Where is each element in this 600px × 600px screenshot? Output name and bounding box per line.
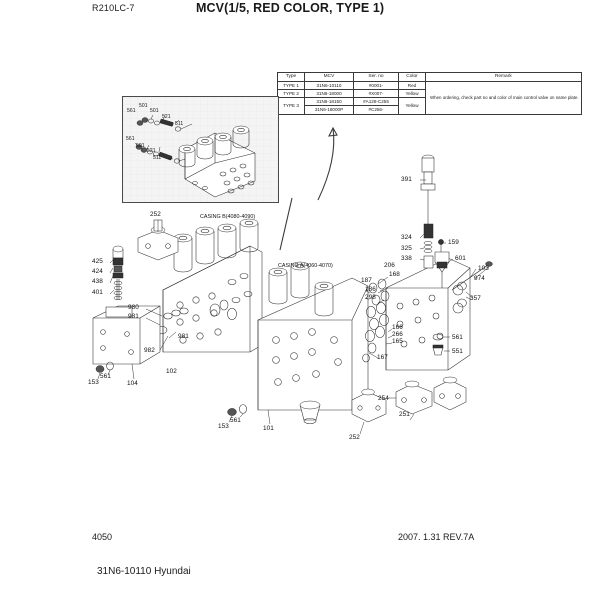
callout-391: 391 [401, 176, 412, 183]
callout-561-right: 561 [452, 334, 463, 341]
inset-artwork [134, 114, 256, 198]
seal-cluster-right [362, 276, 393, 363]
casing-a-block [227, 261, 369, 425]
table-row: TYPE 2 31N6-18000 #X007- Yellow [277, 88, 582, 99]
callout-251: 251 [399, 411, 410, 418]
callout-401: 401 [92, 289, 103, 296]
callout-252-lower: 252 [349, 434, 360, 441]
callout-357: 357 [470, 295, 481, 302]
inset-callout-561-a: 561 [127, 108, 136, 114]
callout-425: 425 [92, 258, 103, 265]
reference-arrow-down [279, 197, 293, 251]
callout-165: 165 [392, 338, 403, 345]
cartridge-601 [434, 239, 450, 288]
relief-valve-stack [420, 154, 436, 269]
bottom-plug-551 [432, 333, 450, 356]
cell-color: Yellow [398, 97, 426, 115]
casing-b-label: CASING B(4080-4090) [200, 214, 256, 220]
casing-b-block [156, 218, 263, 353]
callout-424: 424 [92, 268, 103, 275]
callout-325: 325 [401, 245, 412, 252]
cell-ser: #C256- [353, 105, 399, 115]
callout-980: 980 [128, 304, 139, 311]
callout-103: 103 [478, 265, 489, 272]
callout-561-center: 561 [230, 417, 241, 424]
page-title: MCV(1/5, RED COLOR, TYPE 1) [196, 1, 385, 15]
callout-187: 187 [361, 277, 372, 284]
callout-252-upper: 252 [150, 211, 161, 218]
callout-206: 206 [384, 262, 395, 269]
long-bolt-974 [451, 261, 493, 291]
callout-438: 438 [92, 278, 103, 285]
mcv-spec-table: Type MCV Ser. no Color Remark TYPE 1 31N… [277, 72, 582, 115]
leader-lines [109, 179, 490, 351]
inset-callout-521-a: 521 [162, 114, 171, 120]
callout-266: 266 [392, 331, 403, 338]
drain-cup [299, 400, 321, 424]
inset-callout-521-b: 521 [147, 148, 156, 154]
left-pilot-valve [92, 245, 161, 380]
cell-remark: When ordering, check part no and color o… [425, 80, 582, 115]
callout-601: 601 [455, 255, 466, 262]
inset-callout-501-b: 501 [150, 108, 159, 114]
callout-104: 104 [127, 380, 138, 387]
callout-974: 974 [474, 275, 485, 282]
callout-167: 167 [377, 354, 388, 361]
inset-callout-501-a: 501 [139, 103, 148, 109]
callout-101: 101 [263, 425, 274, 432]
casing-a-label: CASING A(4060-4070) [278, 263, 333, 269]
aux-valve-group [351, 376, 467, 435]
callout-186: 186 [365, 286, 376, 293]
upper-left-valve-252 [137, 219, 179, 261]
callout-338: 338 [401, 255, 412, 262]
oring-cluster-left [156, 299, 237, 334]
reference-arrow-up [317, 127, 335, 201]
callout-102: 102 [166, 368, 177, 375]
footer-revision: 2007. 1.31 REV.7A [398, 532, 475, 542]
callout-561-left: 561 [100, 373, 111, 380]
inset-callout-561-b: 561 [126, 136, 135, 142]
callout-982: 982 [144, 347, 155, 354]
callout-166: 166 [392, 324, 403, 331]
callout-981-b: 981 [178, 333, 189, 340]
inset-callout-501-c: 501 [136, 143, 145, 149]
cell-color: Yellow [398, 88, 426, 99]
machine-model: R210LC-7 [92, 3, 135, 13]
footer-page-number: 4050 [92, 532, 113, 542]
callout-324: 324 [401, 234, 412, 241]
table-row: 31N6-18000P #C256- [278, 105, 582, 115]
footer-part-line: 31N6-10110 Hyundai [97, 566, 191, 577]
fitting-357 [457, 281, 473, 308]
callout-153-left: 153 [88, 379, 99, 386]
detail-inset-panel [122, 96, 279, 203]
callout-254: 254 [378, 395, 389, 402]
table-row: TYPE 1 31N6-10110 #0001- Red When orderi… [277, 80, 582, 115]
callout-159: 159 [448, 239, 459, 246]
callout-298: 298 [365, 294, 376, 301]
spool-stack-left [112, 245, 124, 301]
inset-callout-511-a: 511 [175, 121, 184, 127]
callout-551: 551 [452, 348, 463, 355]
inset-callout-511-b: 511 [153, 155, 162, 161]
callout-153-center: 153 [218, 423, 229, 430]
callout-981-a: 981 [128, 313, 139, 320]
right-valve-block [385, 154, 493, 371]
table-header-row: Type MCV Ser. no Color Remark [277, 72, 582, 82]
callout-168: 168 [389, 271, 400, 278]
